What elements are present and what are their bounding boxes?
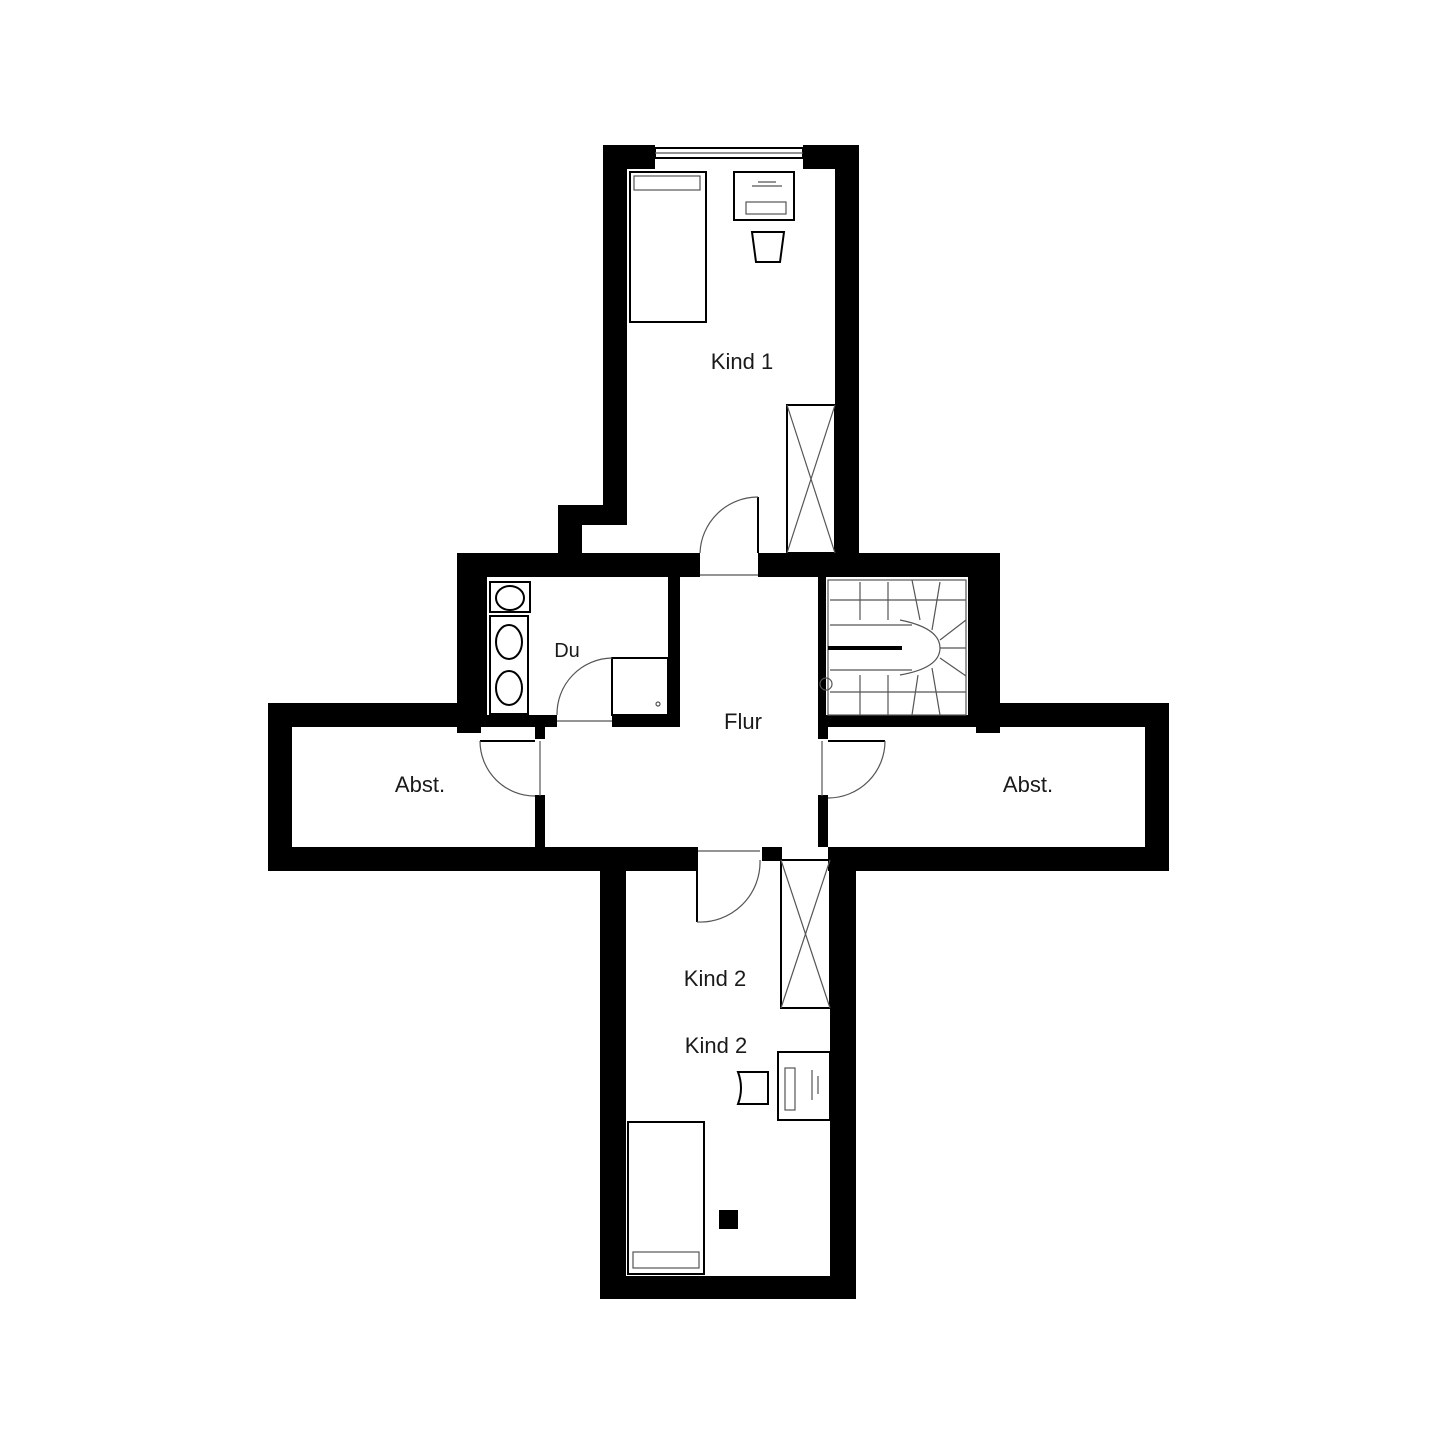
wall-kind1-top-left	[603, 145, 655, 169]
wall-kind1-right	[835, 145, 859, 565]
wall-du-bottom-right	[612, 715, 680, 727]
wall-mid-top-left	[457, 553, 700, 577]
bed-icon	[627, 1121, 705, 1275]
wall-bar-left-top	[268, 703, 481, 727]
door-icon	[821, 740, 886, 799]
wall-kind2-right	[830, 847, 856, 1299]
wall-kind1-left	[603, 145, 627, 523]
toilet-icon	[489, 581, 531, 613]
wardrobe-icon	[786, 404, 836, 554]
wall-bar-right-top	[976, 703, 1169, 727]
stairs-icon	[819, 579, 967, 716]
wall-kind2-left	[600, 847, 626, 1299]
wall-bar-right	[1145, 703, 1169, 871]
wall-du-right	[668, 577, 680, 727]
wall-bar-bottom-right	[828, 847, 1169, 871]
room-label-du: Du	[554, 640, 580, 662]
room-label-kind2-a: Kind 2	[684, 966, 746, 991]
wall-bar-left	[268, 703, 292, 871]
wall-mid-right-inner	[968, 577, 976, 717]
wall-kind2-bottom	[600, 1276, 856, 1299]
room-label-kind1: Kind 1	[711, 349, 773, 374]
chair-icon	[736, 1071, 769, 1105]
shower-icon	[611, 657, 669, 716]
wall-mid-left-inner	[481, 577, 487, 717]
wall-bar-right-top2	[822, 715, 976, 727]
wall-abst-left-inner	[535, 727, 545, 739]
wall-bar-bottom-mid	[762, 847, 782, 861]
room-label-kind2-b: Kind 2	[685, 1033, 747, 1058]
desk-icon	[733, 171, 795, 221]
wall-abst-right-inner2	[818, 795, 828, 847]
wall-bar-left-top2	[481, 715, 543, 727]
wall-abst-left-inner2	[535, 795, 545, 847]
wall-stairs-left	[818, 577, 826, 727]
desk-icon	[777, 1051, 831, 1121]
room-labels: Kind 1 Du Flur Abst. Abst. Kind 2 Kind 2	[395, 349, 1053, 1058]
wardrobe-icon	[780, 859, 831, 1009]
door-icon	[699, 496, 759, 576]
door-icon	[479, 740, 541, 797]
wall-mid-top-right	[758, 553, 1000, 577]
window-icon	[654, 147, 804, 159]
bed-icon	[629, 171, 707, 323]
chair-icon	[750, 231, 786, 263]
wall-abst-right-inner	[818, 727, 828, 739]
room-label-abst-right: Abst.	[1003, 772, 1053, 797]
walls	[268, 145, 1169, 1299]
wall-bar-bottom-left	[268, 847, 698, 871]
room-label-abst-left: Abst.	[395, 772, 445, 797]
chimney-icon	[719, 1210, 738, 1229]
door-icon	[556, 657, 613, 722]
room-label-flur: Flur	[724, 709, 762, 734]
sink-icon	[489, 615, 529, 715]
door-icon	[696, 850, 761, 923]
